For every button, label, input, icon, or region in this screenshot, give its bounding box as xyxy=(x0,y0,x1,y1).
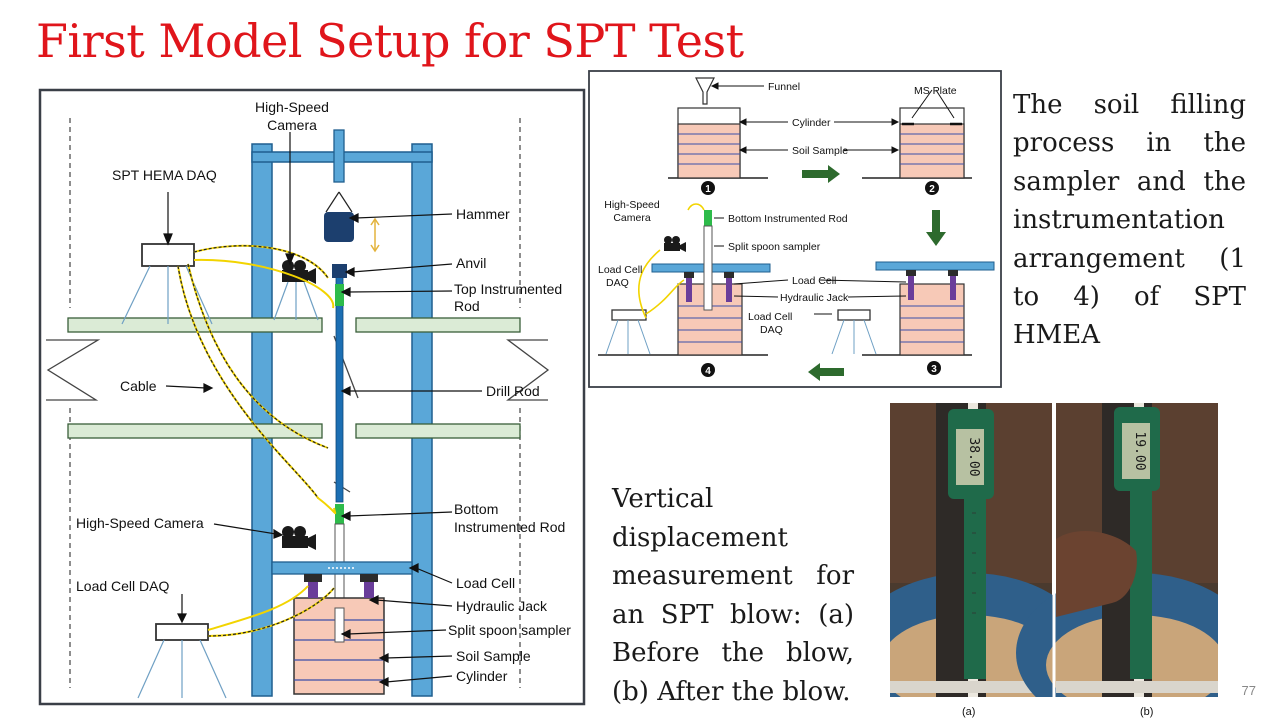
label-bottom-rod-r: Bottom Instrumented Rod xyxy=(728,213,848,225)
anvil xyxy=(332,264,347,278)
step-3 xyxy=(831,261,995,356)
photo-a: 38.00 xyxy=(890,403,1090,697)
step-markers: 1 2 3 4 xyxy=(701,181,941,377)
right-leader-lines xyxy=(710,82,955,315)
label-load-cell-daq: Load Cell DAQ xyxy=(76,578,169,594)
label-soil-sample: Soil Sample xyxy=(456,648,531,664)
label-soil-sample-r: Soil Sample xyxy=(792,145,848,157)
slide-title: First Model Setup for SPT Test xyxy=(36,14,744,68)
step-1 xyxy=(668,77,768,179)
description-displacement: Vertical displacement measurement for an… xyxy=(612,484,854,707)
label-anvil: Anvil xyxy=(456,255,486,271)
label-camera-top-2: Camera xyxy=(267,117,317,133)
label-hammer: Hammer xyxy=(456,206,510,222)
camera-icon-small xyxy=(664,236,686,252)
step-number-2: 2 xyxy=(929,184,935,195)
label-daq-right-1: Load Cell xyxy=(748,311,792,323)
leader-lines xyxy=(163,132,482,687)
soil-filling-diagram: 1 2 3 4 Funnel MS Plate Cylinder Soil Sa… xyxy=(588,70,1002,388)
lower-platform-left xyxy=(67,423,323,439)
arrow-1-to-2 xyxy=(802,165,840,183)
label-hydraulic-jack: Hydraulic Jack xyxy=(456,598,548,614)
lower-platform-right xyxy=(355,423,521,439)
top-instrumented-rod xyxy=(335,284,344,306)
step-number-4: 4 xyxy=(705,366,711,377)
label-top-rod-1: Top Instrumented xyxy=(454,281,562,297)
label-split-spoon-r: Split spoon sampler xyxy=(728,241,821,253)
label-daq-left-1: Load Cell xyxy=(598,264,642,276)
spt-hema-daq xyxy=(141,243,195,267)
photo-b: 19.00 xyxy=(1016,403,1218,697)
hammer-guide xyxy=(333,129,345,183)
reading-b: 19.00 xyxy=(1132,431,1147,470)
step-number-3: 3 xyxy=(931,364,937,375)
hammer-motion-arrow xyxy=(370,217,380,253)
label-daq-right-2: DAQ xyxy=(760,324,783,336)
hydraulic-jack-left xyxy=(308,574,318,598)
hammer xyxy=(324,212,354,242)
upper-platform-right xyxy=(355,317,521,333)
hydraulic-jack-right xyxy=(364,574,374,598)
label-camera-top-1: High-Speed xyxy=(255,99,329,115)
description-soil-filling: The soil filling process in the sampler … xyxy=(1013,90,1246,351)
label-load-cell: Load Cell xyxy=(456,575,515,591)
label-funnel: Funnel xyxy=(768,81,800,93)
label-split-spoon: Split spoon sampler xyxy=(448,622,571,638)
spt-setup-diagram: High-Speed Camera SPT HEMA DAQ Hammer An… xyxy=(38,88,586,706)
label-camera-r-2: Camera xyxy=(613,212,651,224)
label-hydraulic-jack-r: Hydraulic Jack xyxy=(780,292,849,304)
step-4 xyxy=(598,203,771,356)
label-bottom-rod-2: Instrumented Rod xyxy=(454,519,565,535)
label-bottom-rod-1: Bottom xyxy=(454,501,498,517)
caption-a: (a) xyxy=(962,706,976,718)
label-ms-plate: MS Plate xyxy=(914,85,957,97)
frame-post-right xyxy=(411,143,433,697)
page-number: 77 xyxy=(1241,683,1256,698)
process-arrows xyxy=(802,165,946,381)
camera-bottom-icon xyxy=(282,526,316,550)
reading-a: 38.00 xyxy=(966,437,981,476)
boundary-dashes xyxy=(69,118,521,688)
bottom-instrumented-rod xyxy=(335,504,344,524)
step-2 xyxy=(862,107,972,179)
load-cell-daq xyxy=(155,623,209,641)
label-cylinder-r: Cylinder xyxy=(792,117,831,129)
arrow-2-to-3 xyxy=(926,210,946,246)
label-daq-left-2: DAQ xyxy=(606,277,629,289)
label-cable: Cable xyxy=(120,378,157,394)
label-camera-r-1: High-Speed xyxy=(604,199,660,211)
arrow-3-to-4 xyxy=(808,363,844,381)
label-spt-hema-daq: SPT HEMA DAQ xyxy=(112,167,217,183)
label-cylinder: Cylinder xyxy=(456,668,508,684)
funnel-icon xyxy=(695,77,715,105)
label-camera-bottom: High-Speed Camera xyxy=(76,515,204,531)
hand xyxy=(1056,530,1137,617)
displacement-photos: 38.00 19.00 xyxy=(890,403,1218,697)
label-top-rod-2: Rod xyxy=(454,298,480,314)
caption-b: (b) xyxy=(1140,706,1154,718)
drill-rod xyxy=(335,273,344,503)
step-number-1: 1 xyxy=(705,184,711,195)
label-drill-rod: Drill Rod xyxy=(486,383,540,399)
frame-post-left xyxy=(251,143,273,697)
label-load-cell-r: Load Cell xyxy=(792,275,836,287)
